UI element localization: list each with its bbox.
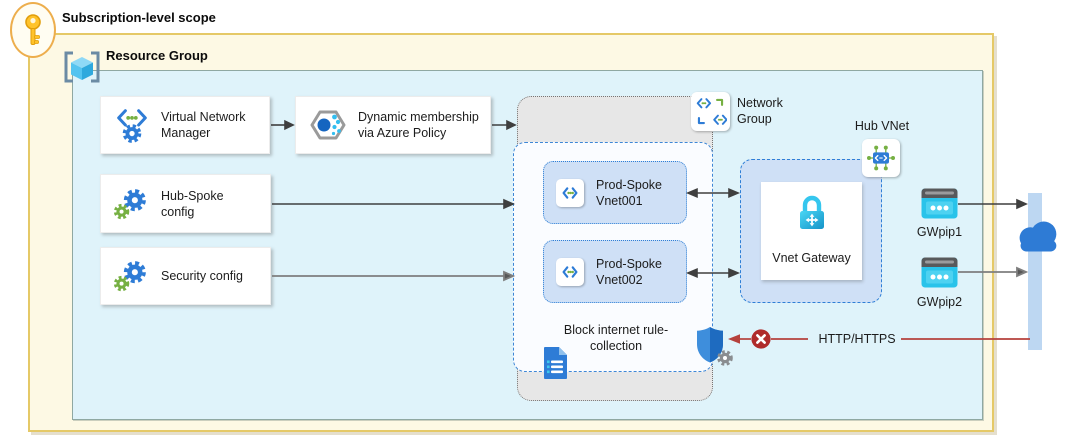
firewall-policy-shield-icon xyxy=(694,325,734,367)
cloud-icon xyxy=(1008,214,1065,258)
vnet001-node: Prod-Spoke Vnet001 xyxy=(543,161,687,224)
vnet001-label: Prod-Spoke Vnet001 xyxy=(596,177,663,208)
hub-vnet-icon xyxy=(862,139,900,177)
azure-policy-icon xyxy=(308,105,348,145)
hub-spoke-config-node: Hub-Spoke config xyxy=(100,174,271,233)
hub-spoke-config-gears-icon xyxy=(113,184,151,224)
network-group-icon xyxy=(691,92,730,131)
subscription-scope-title: Subscription-level scope xyxy=(62,10,216,25)
dynamic-membership-label: Dynamic membership via Azure Policy xyxy=(358,110,479,140)
gwpip2-label: GWpip2 xyxy=(916,295,963,309)
dynamic-membership-node: Dynamic membership via Azure Policy xyxy=(295,96,491,154)
key-badge xyxy=(10,2,56,58)
http-https-label: HTTP/HTTPS xyxy=(818,332,896,346)
vnet-gateway-lock-icon xyxy=(792,192,832,236)
vnet-gateway-node: Vnet Gateway xyxy=(761,182,862,280)
rule-collection-label: Block internet rule-collection xyxy=(563,323,669,353)
network-group-label: Network Group xyxy=(737,96,783,126)
vnet002-label: Prod-Spoke Vnet002 xyxy=(596,256,663,287)
resource-group-title: Resource Group xyxy=(106,48,208,63)
security-config-node: Security config xyxy=(100,247,271,305)
public-ip-icon-gwpip1 xyxy=(921,188,958,219)
gwpip1-label: GWpip1 xyxy=(916,225,963,239)
vnm-label: Virtual Network Manager xyxy=(161,110,246,140)
resource-group-icon xyxy=(62,50,102,86)
virtual-network-icon xyxy=(556,257,584,286)
hub-vnet-label: Hub VNet xyxy=(854,119,910,133)
virtual-network-manager-icon xyxy=(113,105,151,145)
hub-spoke-config-label: Hub-Spoke config xyxy=(161,188,224,219)
vnet002-node: Prod-Spoke Vnet002 xyxy=(543,240,687,303)
security-config-gears-icon xyxy=(113,256,151,296)
vnet-gateway-label: Vnet Gateway xyxy=(772,251,851,265)
key-icon xyxy=(21,12,45,48)
virtual-network-icon xyxy=(556,178,584,207)
public-ip-icon-gwpip2 xyxy=(921,257,958,288)
rule-collection-document-icon xyxy=(541,346,569,380)
vnm-node: Virtual Network Manager xyxy=(100,96,270,154)
security-config-label: Security config xyxy=(161,269,243,283)
